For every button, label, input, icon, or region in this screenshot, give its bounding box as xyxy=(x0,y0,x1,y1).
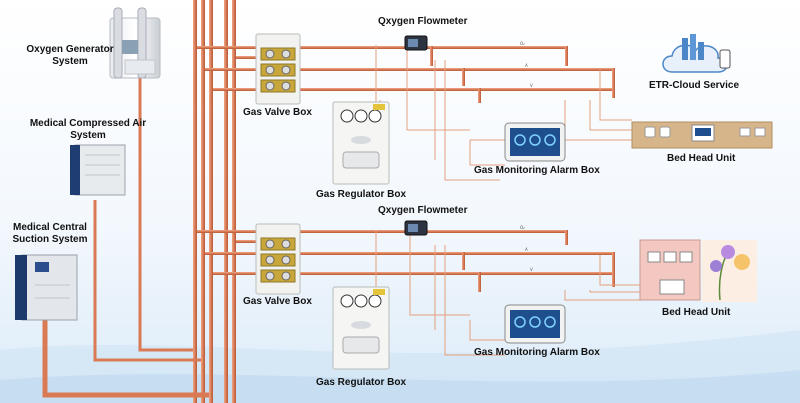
label-regulator-top: Gas Regulator Box xyxy=(316,189,407,200)
label-bed-head-bottom: Bed Head Unit xyxy=(662,307,731,318)
label-flowmeter-bottom: Qxygen Flowmeter xyxy=(378,205,468,216)
flowmeter-top-icon xyxy=(404,35,428,51)
label-oxygen-generator: Oxygen Generator System xyxy=(26,44,114,67)
label-bed-head-top: Bed Head Unit xyxy=(667,153,736,164)
label-regulator-bottom: Gas Regulator Box xyxy=(316,377,407,388)
pipe-tags: O₂ A V O₂ A V xyxy=(520,41,533,272)
gas-regulator-box-top-icon xyxy=(332,101,390,185)
source-feeds xyxy=(42,75,209,398)
svg-text:V: V xyxy=(530,83,533,88)
label-medical-suction: Medical Central Suction System xyxy=(12,222,88,245)
alarm-box-top-icon xyxy=(504,122,566,162)
label-alarm-bottom: Gas Monitoring Alarm Box xyxy=(474,347,600,358)
alarm-box-bottom-icon xyxy=(504,304,566,344)
label-medical-air: Medical Compressed Air System xyxy=(29,118,147,141)
label-gas-valve-bottom: Gas Valve Box xyxy=(243,296,312,307)
main-risers xyxy=(193,0,236,403)
svg-text:A: A xyxy=(525,63,528,68)
gas-regulator-box-bottom-icon xyxy=(332,286,390,370)
svg-text:V: V xyxy=(530,267,533,272)
svg-text:A: A xyxy=(525,247,528,252)
svg-text:O₂: O₂ xyxy=(520,41,525,46)
bed-head-unit-top-icon xyxy=(631,121,773,149)
suction-system-icon xyxy=(15,254,78,321)
flowmeter-bottom-icon xyxy=(404,220,428,236)
cloud-service-icon xyxy=(662,34,731,73)
air-compressor-icon xyxy=(70,144,126,196)
label-gas-valve-top: Gas Valve Box xyxy=(243,107,312,118)
label-flowmeter-top: Qxygen Flowmeter xyxy=(378,16,468,27)
svg-text:O₂: O₂ xyxy=(520,225,525,230)
gas-valve-box-bottom-icon xyxy=(255,223,301,295)
bed-head-unit-bottom-icon xyxy=(639,239,757,302)
label-alarm-top: Gas Monitoring Alarm Box xyxy=(474,165,600,176)
label-cloud-service: ETR-Cloud Service xyxy=(649,80,740,91)
oxygen-generator-icon xyxy=(109,7,161,79)
gas-valve-box-top-icon xyxy=(255,33,301,105)
